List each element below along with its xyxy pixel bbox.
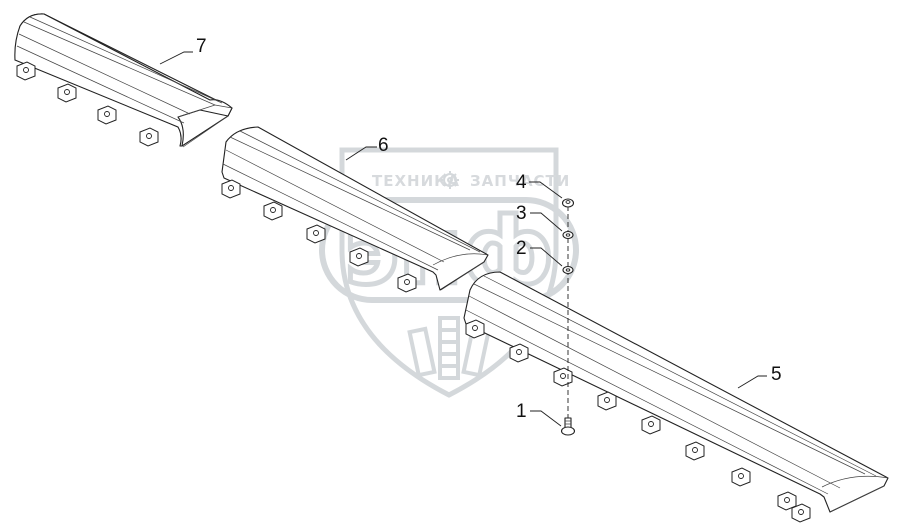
callout-labels: 7 6 5 4 3 2 1: [196, 36, 782, 422]
callout-6: 6: [378, 135, 389, 156]
leader-3: [530, 212, 563, 232]
leader-5: [737, 375, 767, 389]
leader-lines: [159, 51, 767, 427]
washer-part-2: [562, 265, 574, 275]
part-7-tabs: [16, 61, 159, 147]
nut-part-4: [561, 198, 575, 208]
callout-4: 4: [516, 172, 527, 193]
callout-5: 5: [771, 364, 782, 385]
bolt-part-1: [560, 417, 576, 436]
washer-part-3: [562, 230, 574, 240]
callout-2: 2: [516, 238, 527, 259]
cover-part-5: [463, 271, 889, 523]
callout-3: 3: [516, 203, 527, 224]
gear-icon: [441, 171, 459, 189]
leader-1: [530, 410, 562, 427]
callout-7: 7: [196, 36, 207, 57]
fastener-stack: [560, 198, 576, 436]
cover-part-6: [221, 126, 489, 293]
leader-6: [345, 146, 377, 161]
part-5-tabs: [465, 319, 811, 523]
watermark-oval: [319, 197, 579, 303]
cover-part-7: [14, 13, 233, 148]
part-6-tabs: [221, 179, 417, 293]
leader-2: [530, 247, 563, 267]
leader-7: [159, 51, 193, 65]
leader-4: [529, 181, 563, 199]
watermark-left-word: ТЕХНИКА: [372, 172, 460, 190]
callout-1: 1: [516, 401, 527, 422]
